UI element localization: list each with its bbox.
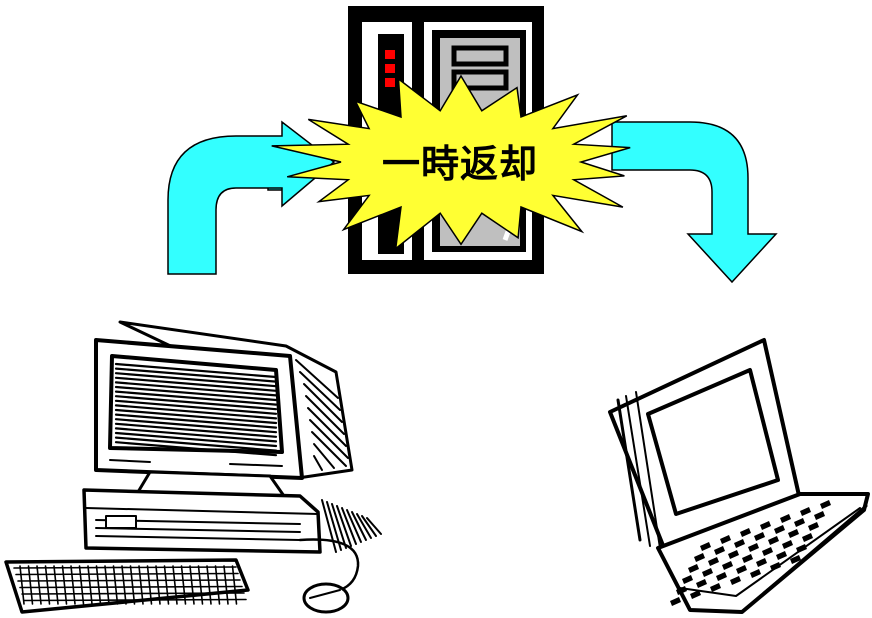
server-led <box>385 50 395 59</box>
desktop-computer-icon <box>4 320 382 614</box>
server-led <box>385 64 395 73</box>
server-led <box>385 78 395 87</box>
curved-arrow-down-icon <box>611 121 778 284</box>
laptop-computer-icon <box>608 338 870 614</box>
starburst-shape <box>271 74 631 251</box>
burst-label: 一時返却 <box>381 142 538 186</box>
